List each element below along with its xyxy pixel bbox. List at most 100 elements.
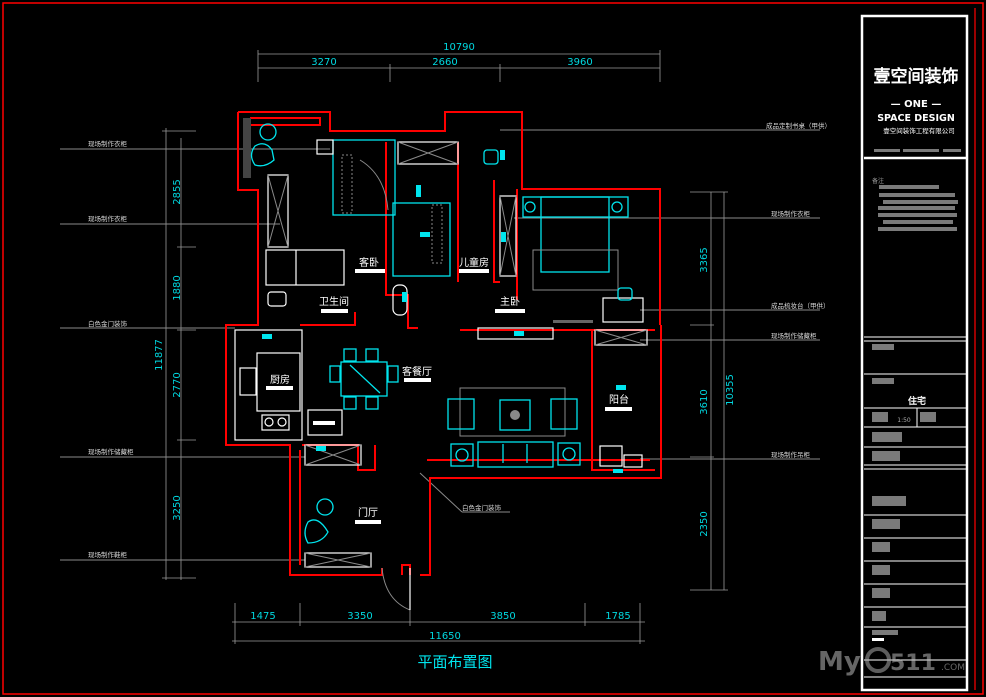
right-dimensions: 10355 3365 3610 2350 [690, 191, 736, 591]
dining-chair [343, 348, 357, 362]
coffee-table [499, 399, 531, 431]
dim-right-1: 3365 [699, 247, 710, 272]
company-name-cn: 壹空间装饰 [874, 66, 959, 87]
nightstand [316, 139, 334, 155]
foyer-storage-cabinet [304, 444, 362, 466]
bottom-dimensions: 1475 3350 3850 1785 11650 [232, 603, 645, 644]
wall-panel [243, 118, 251, 178]
side-table-right [557, 442, 581, 466]
room-label-balcony: 阳台 [609, 393, 629, 406]
toilet [267, 291, 287, 307]
right-annotations: 成品定制书桌（甲供） 现场制作衣柜 成品梳妆台（甲供） 现场制作储藏柜 现场制作… [500, 121, 831, 460]
company-en-1: — ONE — [891, 99, 942, 110]
walls [225, 111, 662, 576]
dim-bottom-3: 3850 [490, 611, 515, 622]
dim-left-1: 2855 [172, 179, 183, 204]
note-center: 白色金门装饰 [462, 503, 502, 512]
room-label-kids-room: 儿童房 [459, 256, 489, 269]
dining-chair [365, 396, 379, 410]
project-type: 住宅 [908, 395, 926, 407]
bedside-lamp-right [611, 201, 623, 213]
note-left-4: 现场制作储藏柜 [88, 447, 134, 456]
company-full-name: 壹空间装饰工程有限公司 [883, 126, 955, 135]
guest-bed [332, 139, 396, 216]
dressing-table [602, 297, 644, 323]
company-en-2: SPACE DESIGN [877, 113, 955, 124]
note-left-3: 白色金门装饰 [88, 319, 128, 328]
dining-chair [387, 365, 399, 383]
dim-right-2: 3610 [699, 389, 710, 414]
kitchen-island [256, 352, 301, 412]
watermark-logo: My 511 .COM [818, 647, 965, 677]
left-annotations: 现场制作衣柜 现场制作衣柜 白色金门装饰 现场制作储藏柜 现场制作鞋柜 [60, 139, 330, 561]
scale-value: 1:50 [897, 417, 911, 424]
sofa [477, 441, 554, 468]
room-label-bathroom: 卫生间 [319, 295, 349, 308]
side-table [259, 123, 277, 141]
dim-top-1: 3270 [311, 57, 336, 68]
svg-text:.COM: .COM [941, 663, 965, 673]
dim-bottom-total: 11650 [429, 631, 461, 642]
foyer-side-table [316, 498, 334, 516]
balcony-sink [623, 454, 643, 468]
dining-table [340, 361, 388, 397]
note-right-5: 现场制作吊柜 [771, 450, 811, 459]
bathtub-area [265, 249, 345, 286]
room-label-master-bedroom: 主卧 [500, 295, 520, 308]
top-dimensions: 10790 3270 2660 3960 [257, 42, 661, 82]
room-label-living-dining: 客餐厅 [402, 365, 432, 378]
gas-stove [261, 414, 290, 431]
desk-chair [483, 149, 499, 165]
master-wardrobe [499, 195, 517, 277]
dim-left-4: 3250 [172, 495, 183, 520]
lounge-chair [250, 143, 275, 167]
wardrobe-left [267, 174, 289, 248]
dim-top-2: 2660 [432, 57, 457, 68]
note-left-2: 现场制作衣柜 [88, 214, 128, 223]
dim-bottom-4: 1785 [605, 611, 630, 622]
master-bed [540, 196, 610, 273]
dim-left-total: 11877 [154, 339, 165, 371]
kids-wardrobe [397, 141, 459, 165]
left-dimensions: 11877 2855 1880 2770 3250 [154, 128, 196, 580]
dim-left-2: 1880 [172, 275, 183, 300]
note-left-5: 现场制作鞋柜 [88, 550, 128, 559]
bedside-lamp-left [524, 201, 536, 213]
furniture [234, 118, 648, 611]
dim-right-total: 10355 [725, 374, 736, 406]
note-right-1: 成品定制书桌（甲供） [766, 121, 831, 130]
svg-text:511: 511 [890, 651, 936, 676]
kids-bed [392, 202, 451, 277]
armchair-left [447, 398, 475, 430]
note-left-1: 现场制作衣柜 [88, 139, 128, 148]
svg-text:My: My [818, 647, 861, 677]
armchair-right [550, 398, 578, 430]
tv-cabinet [477, 327, 554, 340]
dim-right-3: 2350 [699, 511, 710, 536]
title-block: 壹空间装饰 — ONE — SPACE DESIGN 壹空间装饰工程有限公司 备… [860, 14, 969, 692]
kitchen-counter [234, 329, 303, 441]
dining-chair [329, 365, 341, 383]
shoe-cabinet [304, 552, 372, 568]
fridge [307, 409, 343, 436]
dressing-stool [617, 287, 633, 301]
room-label-kitchen: 厨房 [270, 373, 290, 386]
dim-top-3: 3960 [567, 57, 592, 68]
side-table-left [450, 443, 474, 467]
storage-cabinet [594, 329, 648, 346]
note-right-2: 现场制作衣柜 [771, 209, 811, 218]
foyer-chair [304, 519, 329, 544]
kitchen-sink [239, 367, 257, 396]
dim-top-total: 10790 [443, 42, 475, 53]
rug [532, 249, 619, 291]
dim-bottom-2: 3350 [347, 611, 372, 622]
dim-bottom-1: 1475 [250, 611, 275, 622]
remarks-label: 备注 [872, 177, 884, 185]
note-right-4: 现场制作储藏柜 [771, 331, 817, 340]
drawing-title: 平面布置图 [417, 653, 492, 671]
room-label-foyer: 门厅 [358, 506, 378, 519]
dining-chair [343, 396, 357, 410]
room-labels: 客卧 儿童房 卫生间 主卧 厨房 客餐厅 阳台 门厅 [266, 256, 632, 524]
